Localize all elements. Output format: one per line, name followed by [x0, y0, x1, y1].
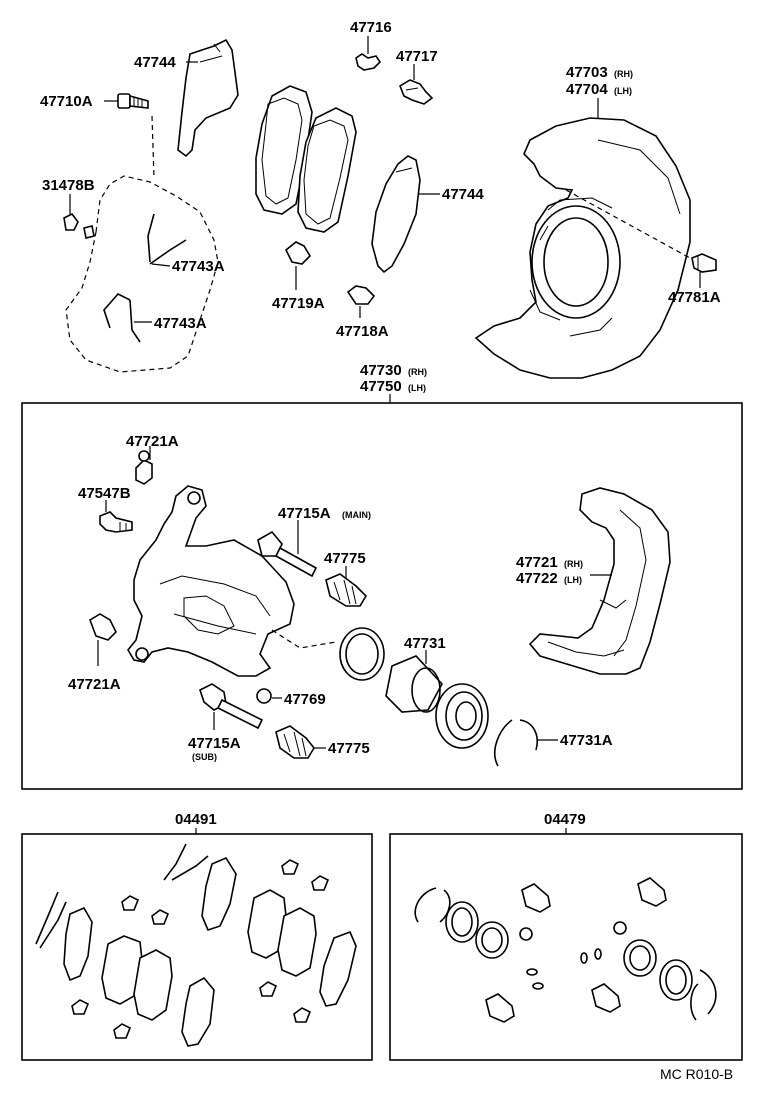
pin-boot-top	[325, 573, 368, 607]
bushing-47769	[256, 688, 272, 704]
label-47730: 47730	[360, 362, 402, 379]
footer-code: MC R010-B	[660, 1066, 733, 1082]
cylinder-boot	[435, 683, 489, 749]
caliper-mounting-bracket	[528, 487, 671, 675]
label-47744-top: 47744	[134, 54, 176, 71]
clip-47718A	[346, 285, 376, 305]
label-47731A: 47731A	[560, 732, 613, 749]
label-47710A: 47710A	[40, 93, 93, 110]
clip-47719A	[284, 241, 312, 265]
clip-47717	[399, 79, 434, 105]
anti-squeal-shim-mid	[371, 155, 421, 274]
label-47718A: 47718A	[336, 323, 389, 340]
label-31478B: 31478B	[42, 177, 95, 194]
clip-47716	[355, 53, 382, 71]
label-47717: 47717	[396, 48, 438, 65]
piston	[385, 655, 443, 713]
label-47715A-main-sub: (MAIN)	[342, 510, 371, 520]
caliper-body	[127, 485, 295, 677]
label-04479: 04479	[544, 811, 586, 828]
kit-04479-box	[389, 833, 743, 1061]
label-47730-rh: (RH)	[408, 367, 427, 377]
kit-04491-box	[21, 833, 373, 1061]
label-47704-lh: (LH)	[614, 86, 632, 96]
dashed-line-caliper	[271, 629, 337, 649]
dashed-line-47781A	[565, 189, 691, 259]
kit-04491-contents	[35, 843, 357, 1047]
bleeder-47721A-bottom	[89, 613, 117, 641]
kit-04479-contents	[414, 877, 717, 1023]
label-47775-bottom: 47775	[328, 740, 370, 757]
label-47781A: 47781A	[668, 289, 721, 306]
bleeder-plug-31478B	[63, 212, 95, 239]
pad-support-outline	[65, 175, 219, 373]
slide-pin-main	[257, 530, 318, 578]
bleeder-47721A-top	[135, 450, 153, 485]
brake-pad-outer	[297, 107, 357, 233]
label-47547B: 47547B	[78, 485, 131, 502]
label-47719A: 47719A	[272, 295, 325, 312]
label-47715A-main: 47715A	[278, 505, 331, 522]
label-47703: 47703	[566, 64, 608, 81]
label-47750: 47750	[360, 378, 402, 395]
label-47750-lh: (LH)	[408, 383, 426, 393]
label-47721-rh: (RH)	[564, 559, 583, 569]
dashed-line-47710A	[151, 115, 155, 179]
label-47716: 47716	[350, 19, 392, 36]
leader-47743A-1	[151, 263, 171, 267]
brake-pad-inner	[255, 85, 313, 215]
set-ring	[494, 719, 538, 767]
caliper-assembly-box	[21, 402, 743, 790]
label-47721A-bottom: 47721A	[68, 676, 121, 693]
label-47743A-2: 47743A	[154, 315, 207, 332]
pin-boot-bottom	[275, 725, 315, 759]
label-47743A-1: 47743A	[172, 258, 225, 275]
label-47721A-top: 47721A	[126, 433, 179, 450]
label-47703-rh: (RH)	[614, 69, 633, 79]
label-47722: 47722	[516, 570, 558, 587]
label-47731: 47731	[404, 635, 446, 652]
label-47704: 47704	[566, 81, 608, 98]
slide-pin-sub	[199, 683, 264, 730]
bolt-47710A	[117, 93, 149, 109]
label-47715A-sub: 47715A	[188, 735, 241, 752]
bolt-47781A	[691, 253, 717, 273]
disc-dust-cover	[474, 117, 691, 379]
piston-seal	[339, 627, 385, 681]
label-47769: 47769	[284, 691, 326, 708]
anti-squeal-shim-top	[177, 38, 239, 158]
label-47775-top: 47775	[324, 550, 366, 567]
label-47744-mid: 47744	[442, 186, 484, 203]
label-04491: 04491	[175, 811, 217, 828]
bolt-47547B	[99, 511, 133, 533]
label-47715A-sub-sub: (SUB)	[192, 752, 217, 762]
label-47721: 47721	[516, 554, 558, 571]
label-47722-lh: (LH)	[564, 575, 582, 585]
